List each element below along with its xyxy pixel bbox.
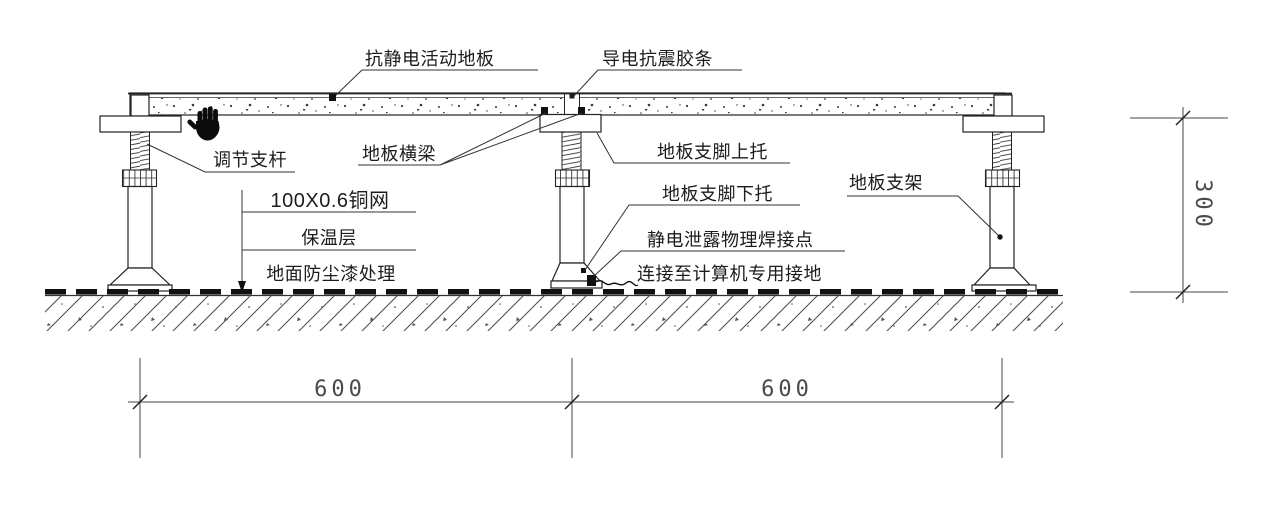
weld-point-marker bbox=[587, 275, 596, 286]
callout-copper-mesh: 100X0.6铜网 bbox=[270, 189, 389, 212]
pedestal-middle bbox=[539, 113, 603, 289]
callout-upper-bracket: 地板支脚上托 bbox=[657, 142, 768, 162]
pedestal-left bbox=[99, 94, 182, 292]
callout-ground-connection: 连接至计算机专用接地 bbox=[637, 264, 822, 284]
dimension-bay-right: 600 bbox=[761, 377, 813, 402]
callout-floor-support: 地板支架 bbox=[849, 173, 923, 193]
callout-adjustable-rod: 调节支杆 bbox=[213, 150, 287, 170]
callout-insulation-layer: 保温层 bbox=[301, 228, 357, 248]
dimension-bay-left: 600 bbox=[314, 377, 366, 402]
callout-weld-point: 静电泄露物理焊接点 bbox=[647, 230, 814, 250]
ground-slab bbox=[45, 289, 1063, 331]
panel-joint bbox=[564, 93, 580, 115]
callout-dust-paint: 地面防尘漆处理 bbox=[266, 264, 396, 284]
callout-floor-beam: 地板横梁 bbox=[362, 144, 436, 164]
leader-lines bbox=[146, 69, 1003, 293]
pedestal-right bbox=[962, 94, 1045, 292]
callout-lower-bracket: 地板支脚下托 bbox=[662, 184, 773, 204]
grounding-wire bbox=[595, 279, 639, 287]
conductive-strip bbox=[569, 93, 575, 99]
dimension-height: 300 bbox=[1190, 179, 1215, 231]
callout-conductive-strip: 导电抗震胶条 bbox=[602, 49, 713, 69]
beam-marker-left bbox=[541, 107, 548, 114]
floor-panel bbox=[128, 92, 1012, 116]
dimension-lines bbox=[128, 107, 1228, 458]
lower-bracket-marker bbox=[581, 268, 586, 273]
beam-marker-right bbox=[578, 107, 585, 114]
callout-antistatic-panel: 抗静电活动地板 bbox=[365, 49, 495, 69]
hand-grab-cursor bbox=[187, 106, 220, 141]
